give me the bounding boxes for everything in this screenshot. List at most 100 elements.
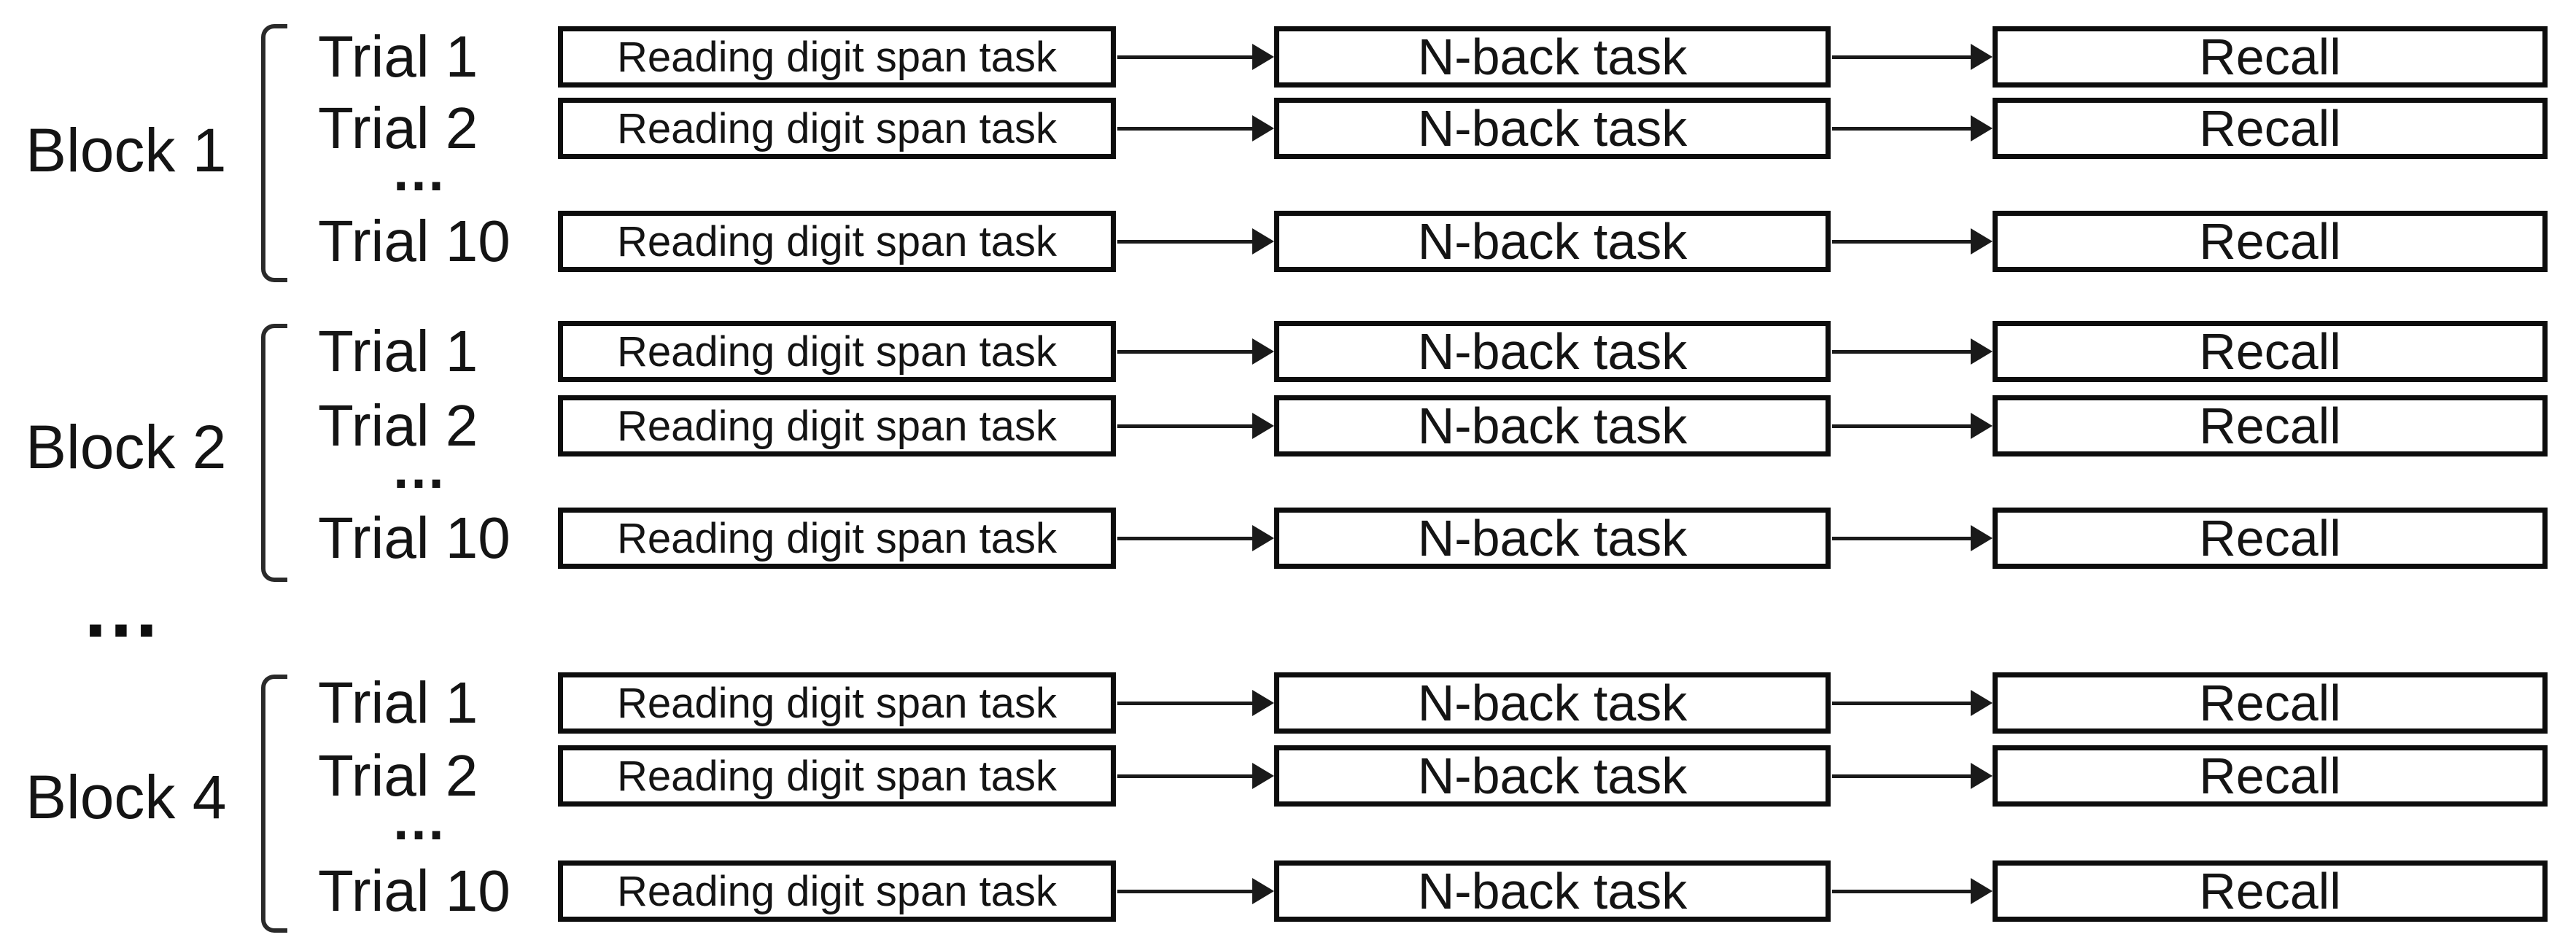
n-back-task-label: N-back task: [1417, 747, 1688, 804]
n-back-task-label: N-back task: [1417, 397, 1688, 454]
reading-digit-span-task-box: Reading digit span task: [558, 860, 1116, 922]
trial-label: Trial 10: [318, 505, 511, 570]
n-back-task-label: N-back task: [1417, 675, 1688, 731]
n-back-task-box: N-back task: [1274, 211, 1831, 272]
arrow-line: [1117, 424, 1255, 428]
arrow-line: [1117, 55, 1255, 59]
arrow-head-icon: [1971, 338, 1993, 365]
recall-label: Recall: [2199, 863, 2341, 920]
arrow-head-icon: [1252, 44, 1274, 70]
arrow-line: [1832, 350, 1974, 354]
reading-digit-span-task-box: Reading digit span task: [558, 672, 1116, 734]
n-back-task-box: N-back task: [1274, 672, 1831, 734]
recall-label: Recall: [2199, 397, 2341, 454]
arrow-head-icon: [1971, 413, 1993, 439]
arrow-head-icon: [1971, 878, 1993, 904]
arrow-head-icon: [1252, 763, 1274, 789]
arrow-right-icon: [1117, 395, 1274, 456]
arrow-right-icon: [1832, 321, 1993, 382]
arrow-right-icon: [1117, 745, 1274, 807]
recall-box: Recall: [1993, 211, 2548, 272]
trial-row: Trial 2 Reading digit span task N-back t…: [0, 98, 2576, 159]
trial-row: Trial 2 Reading digit span task N-back t…: [0, 745, 2576, 807]
arrow-right-icon: [1117, 860, 1274, 922]
trial-label: Trial 1: [318, 670, 478, 735]
reading-digit-span-task-box: Reading digit span task: [558, 98, 1116, 159]
trial-label: Trial 1: [318, 319, 478, 384]
recall-box: Recall: [1993, 395, 2548, 456]
reading-digit-span-task-label: Reading digit span task: [617, 327, 1057, 376]
recall-label: Recall: [2199, 675, 2341, 731]
reading-digit-span-task-box: Reading digit span task: [558, 745, 1116, 807]
blocks-ellipsis: …: [81, 564, 164, 654]
recall-box: Recall: [1993, 98, 2548, 159]
reading-digit-span-task-label: Reading digit span task: [617, 752, 1057, 800]
arrow-right-icon: [1832, 672, 1993, 734]
arrow-right-icon: [1832, 98, 1993, 159]
arrow-head-icon: [1971, 690, 1993, 716]
arrow-head-icon: [1971, 228, 1993, 255]
arrow-right-icon: [1117, 211, 1274, 272]
arrow-line: [1832, 890, 1974, 893]
reading-digit-span-task-label: Reading digit span task: [617, 33, 1057, 81]
trial-label: Trial 1: [318, 24, 478, 89]
arrow-head-icon: [1252, 228, 1274, 255]
n-back-task-box: N-back task: [1274, 860, 1831, 922]
arrow-head-icon: [1252, 525, 1274, 551]
arrow-line: [1117, 890, 1255, 893]
trial-row: Trial 2 Reading digit span task N-back t…: [0, 395, 2576, 456]
arrow-right-icon: [1117, 98, 1274, 159]
arrow-head-icon: [1252, 878, 1274, 904]
n-back-task-box: N-back task: [1274, 26, 1831, 88]
n-back-task-label: N-back task: [1417, 100, 1688, 157]
trial-label: Trial 2: [318, 96, 478, 160]
n-back-task-box: N-back task: [1274, 321, 1831, 382]
trial-label: Trial 2: [318, 743, 478, 808]
reading-digit-span-task-box: Reading digit span task: [558, 508, 1116, 569]
arrow-line: [1117, 702, 1255, 705]
block-2-label: Block 2: [26, 413, 227, 481]
arrow-line: [1117, 537, 1255, 540]
trial-ellipsis: …: [391, 438, 448, 500]
n-back-task-label: N-back task: [1417, 510, 1688, 567]
n-back-task-box: N-back task: [1274, 98, 1831, 159]
recall-label: Recall: [2199, 213, 2341, 270]
arrow-head-icon: [1252, 690, 1274, 716]
trial-row: Trial 1 Reading digit span task N-back t…: [0, 26, 2576, 88]
n-back-task-label: N-back task: [1417, 323, 1688, 380]
reading-digit-span-task-label: Reading digit span task: [617, 867, 1057, 915]
arrow-line: [1832, 537, 1974, 540]
reading-digit-span-task-label: Reading digit span task: [617, 402, 1057, 450]
recall-label: Recall: [2199, 510, 2341, 567]
arrow-head-icon: [1252, 338, 1274, 365]
n-back-task-label: N-back task: [1417, 213, 1688, 270]
arrow-line: [1117, 774, 1255, 778]
arrow-line: [1832, 55, 1974, 59]
arrow-line: [1832, 240, 1974, 244]
block-4-label: Block 4: [26, 763, 227, 831]
reading-digit-span-task-label: Reading digit span task: [617, 104, 1057, 152]
block-1-label: Block 1: [26, 116, 227, 184]
arrow-line: [1117, 127, 1255, 131]
arrow-line: [1117, 240, 1255, 244]
arrow-right-icon: [1832, 508, 1993, 569]
recall-label: Recall: [2199, 323, 2341, 380]
arrow-right-icon: [1832, 745, 1993, 807]
trial-row: Trial 10 Reading digit span task N-back …: [0, 508, 2576, 569]
recall-box: Recall: [1993, 672, 2548, 734]
arrow-line: [1832, 424, 1974, 428]
trial-row: Trial 10 Reading digit span task N-back …: [0, 860, 2576, 922]
trial-label: Trial 10: [318, 858, 511, 923]
reading-digit-span-task-label: Reading digit span task: [617, 217, 1057, 265]
arrow-right-icon: [1832, 211, 1993, 272]
reading-digit-span-task-label: Reading digit span task: [617, 679, 1057, 727]
arrow-line: [1117, 350, 1255, 354]
recall-box: Recall: [1993, 860, 2548, 922]
trial-ellipsis: …: [391, 141, 448, 203]
arrow-right-icon: [1832, 860, 1993, 922]
recall-box: Recall: [1993, 745, 2548, 807]
arrow-right-icon: [1117, 321, 1274, 382]
arrow-right-icon: [1117, 508, 1274, 569]
trial-label: Trial 2: [318, 393, 478, 458]
